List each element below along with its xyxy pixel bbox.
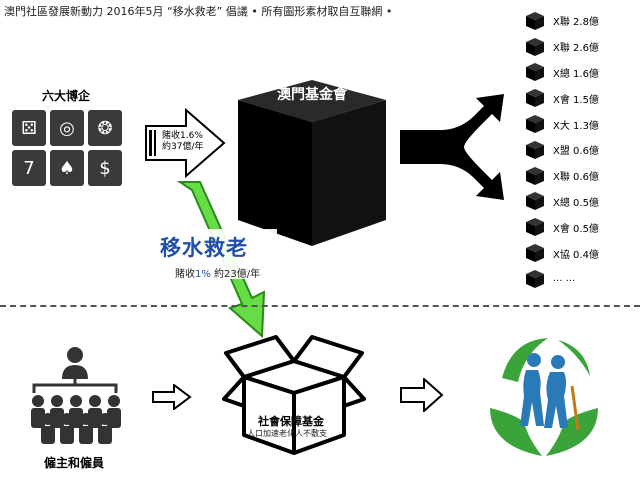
green-arrow-icon [176, 181, 266, 339]
arrow-right-icon [152, 384, 192, 410]
recipient-label: X總 1.6億 [553, 68, 599, 80]
roulette-icon: ◎ [50, 110, 84, 146]
cube-icon [526, 63, 544, 82]
recipient-label: X總 0.5億 [553, 197, 599, 209]
dice-icon: ⚄ [12, 110, 46, 146]
cube-icon [526, 269, 544, 288]
recipient-label: ... ... [553, 273, 576, 285]
cube-icon [526, 192, 544, 211]
recipient-item: X聯 2.6億 [525, 34, 635, 60]
cube-icon [526, 115, 544, 134]
recipient-item: X盟 0.6億 [525, 137, 635, 163]
casinos-title: 六大博企 [42, 89, 91, 103]
slogan-sub-prefix: 賭收 [175, 269, 195, 280]
slogan-sub-pct: 1% [195, 269, 211, 280]
recipient-label: X協 0.4億 [553, 249, 599, 261]
cube-icon [526, 37, 544, 56]
slot-machine-icon: 7 [12, 150, 46, 186]
cube-icon [526, 244, 544, 263]
cube-icon [526, 11, 544, 30]
recipient-item: X總 1.6億 [525, 60, 635, 86]
fund-cube-icon [238, 80, 386, 246]
cube-icon [526, 218, 544, 237]
elderly-care-icon [490, 338, 598, 456]
slogan-sub-suffix: 約23億/年 [210, 269, 261, 280]
cube-icon [526, 89, 544, 108]
tax-arrow-icon [145, 108, 226, 178]
recipient-item: X聯 0.6億 [525, 163, 635, 189]
recipient-item: ... ... [525, 266, 635, 292]
recipient-item: X會 0.5億 [525, 214, 635, 240]
recipient-item: X總 0.5億 [525, 189, 635, 215]
recipient-label: X聯 2.8億 [553, 17, 599, 29]
slogan-subtitle: 賭收1% 約23億/年 [175, 265, 260, 280]
casino-icon-grid: ⚄ ◎ ❂ 7 ♠ $ [12, 110, 122, 186]
employers-label: 僱主和僱員 [44, 456, 105, 470]
recipient-item: X協 0.4億 [525, 240, 635, 266]
cube-icon [526, 166, 544, 185]
recipient-item: X大 1.3億 [525, 111, 635, 137]
recipient-label: X大 1.3億 [553, 120, 599, 132]
recipient-label: X會 1.5億 [553, 94, 599, 106]
money-stack-icon: $ [88, 150, 122, 186]
open-box-icon [222, 335, 366, 455]
recipient-item: X聯 2.8億 [525, 8, 635, 34]
recipient-item: X會 1.5億 [525, 85, 635, 111]
recipient-label: X聯 0.6億 [553, 172, 599, 184]
slogan-title: 移水救老 [160, 236, 248, 260]
tax-rate-text: 賭收1.6% [162, 131, 203, 141]
box-label: 社會保障基金 [258, 415, 324, 428]
arrow-right-icon [400, 378, 444, 412]
section-divider [0, 305, 640, 307]
tax-amount-text: 約37億/年 [162, 142, 204, 152]
recipient-label: X會 0.5億 [553, 223, 599, 235]
chips-icon: ❂ [88, 110, 122, 146]
fund-label: 澳門基金會 [277, 87, 347, 103]
cube-icon [526, 140, 544, 159]
recipient-label: X聯 2.6億 [553, 43, 599, 55]
recipient-list: X聯 2.8億 X聯 2.6億 X總 1.6億 X會 1.5億 X大 1.3億 X盟 0.… [525, 8, 635, 292]
slogan-background [151, 229, 277, 279]
recipient-label: X盟 0.6億 [553, 146, 599, 158]
credit-text: 澳門社區發展新動力 2016年5月 “移水救老” 倡議 • 所有圖形素材取自互聯… [4, 5, 393, 18]
box-subtitle: 人口加速老化人不敷支 [247, 429, 327, 438]
split-arrow-icon [400, 94, 504, 200]
playing-cards-icon: ♠ [50, 150, 84, 186]
employers-employees-icon [31, 347, 121, 444]
